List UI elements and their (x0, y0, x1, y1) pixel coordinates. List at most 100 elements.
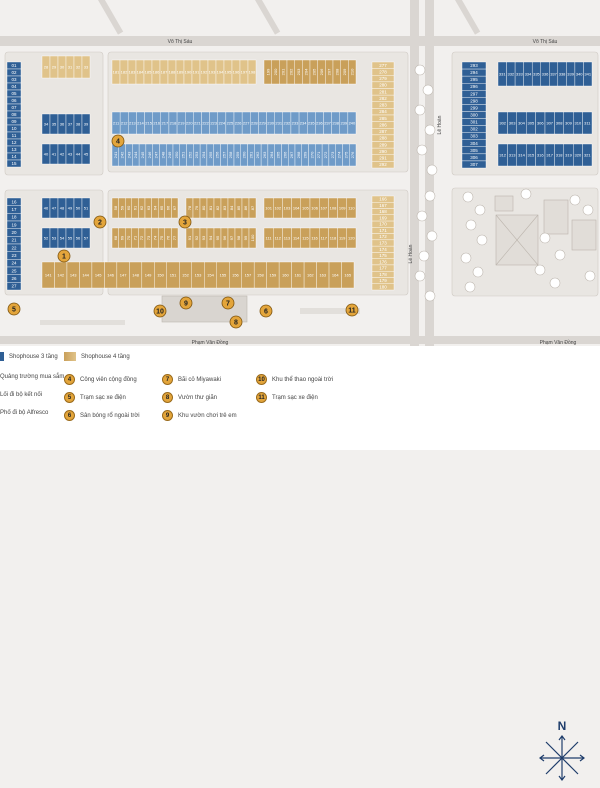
plot-label-317: 317 (546, 153, 553, 158)
plot-110[interactable] (346, 197, 357, 219)
amenity-marker-5[interactable] (7, 302, 21, 316)
legend-marker-11: 11 (256, 392, 267, 403)
amenity-marker-label-11: 11 (348, 308, 356, 315)
plot-label-25: 25 (11, 268, 17, 273)
amenity-marker-11[interactable] (345, 303, 359, 317)
street-label-vo-thi-sau-left: Võ Thị Sáu (168, 39, 193, 45)
tree-icon (554, 249, 566, 261)
amenity-marker-label-2: 2 (98, 220, 102, 227)
plot-label-208: 208 (334, 68, 339, 75)
plot-label-168: 168 (379, 209, 387, 214)
legend-item-6: 6 Sân bóng rổ ngoài trời (64, 410, 140, 421)
plot-33[interactable] (81, 55, 91, 79)
plot-label-81: 81 (208, 205, 213, 210)
amenity-marker-1[interactable] (57, 249, 71, 263)
plot-label-27: 27 (11, 284, 17, 289)
plot-label-266: 266 (282, 151, 287, 158)
plot-label-288: 288 (379, 136, 387, 141)
plot-label-151: 151 (170, 273, 177, 278)
plot-120[interactable] (346, 227, 357, 249)
plot-307[interactable] (461, 160, 487, 169)
plot-198[interactable] (247, 59, 257, 85)
plot-341[interactable] (583, 61, 593, 87)
plot-180[interactable] (371, 283, 395, 291)
plot-39[interactable] (81, 113, 91, 135)
plot-label-284: 284 (379, 109, 387, 114)
plot-276[interactable] (349, 143, 357, 167)
amenity-marker-9[interactable] (179, 296, 193, 310)
plot-label-188: 188 (169, 70, 176, 75)
amenity-marker-2[interactable] (93, 215, 107, 229)
plot-label-183: 183 (129, 70, 136, 75)
plot-label-71: 71 (133, 235, 138, 240)
plot-label-97: 97 (229, 235, 234, 240)
tree-icon (416, 210, 428, 222)
plot-label-51: 51 (84, 206, 89, 211)
amenity-marker-8[interactable] (229, 315, 243, 329)
plot-label-06: 06 (11, 98, 17, 103)
amenity-marker-6[interactable] (259, 304, 273, 318)
plot-77[interactable] (171, 227, 179, 249)
plot-label-22: 22 (11, 245, 17, 250)
plot-240[interactable] (347, 111, 357, 135)
plot-label-43: 43 (68, 152, 73, 157)
plot-87[interactable] (248, 197, 257, 219)
amenity-marker-4[interactable] (111, 134, 125, 148)
plot-label-223: 223 (210, 121, 217, 126)
plot-label-176: 176 (379, 259, 387, 264)
plot-label-286: 286 (379, 122, 387, 127)
plot-label-01: 01 (11, 63, 17, 68)
plot-321[interactable] (582, 143, 593, 167)
plot-label-166: 166 (379, 197, 387, 202)
plot-165[interactable] (341, 261, 355, 289)
plot-57[interactable] (81, 227, 91, 249)
amenity-marker-7[interactable] (221, 296, 235, 310)
amenity-marker-3[interactable] (178, 215, 192, 229)
plot-label-100: 100 (250, 234, 255, 241)
amenity-marker-10[interactable] (153, 304, 167, 318)
plot-label-106: 106 (311, 206, 318, 211)
legend-marker-9: 9 (162, 410, 173, 421)
plot-label-191: 191 (193, 70, 200, 75)
plot-label-70: 70 (126, 235, 131, 240)
plot-label-200: 200 (273, 68, 278, 75)
plot-label-276: 276 (350, 151, 355, 158)
plot-label-229: 229 (259, 121, 266, 126)
plot-label-154: 154 (207, 273, 214, 278)
plot-label-259: 259 (235, 151, 240, 158)
plot-51[interactable] (81, 197, 91, 219)
plot-45[interactable] (81, 143, 91, 165)
plot-67[interactable] (171, 197, 179, 219)
plot-292[interactable] (371, 161, 395, 169)
compass-north-label: N (558, 719, 567, 733)
plot-label-162: 162 (307, 273, 314, 278)
plot-label-320: 320 (575, 153, 582, 158)
plot-label-336: 336 (542, 72, 549, 77)
plot-210[interactable] (348, 59, 357, 85)
plot-label-15: 15 (11, 161, 17, 166)
plot-100[interactable] (248, 227, 257, 249)
plot-label-13: 13 (11, 147, 17, 152)
plot-label-304: 304 (470, 141, 478, 146)
plot-27[interactable] (6, 282, 22, 291)
road-top-left-diagonal (98, 0, 124, 35)
plot-label-36: 36 (60, 122, 65, 127)
tree-icon (424, 290, 436, 302)
legend-marker-10: 10 (256, 374, 267, 385)
plot-label-68: 68 (113, 235, 118, 240)
plot-15[interactable] (6, 159, 22, 168)
plot-311[interactable] (582, 111, 593, 135)
tree-icon (426, 164, 438, 176)
plot-label-145: 145 (95, 273, 102, 278)
plot-label-281: 281 (379, 89, 387, 94)
tree-icon (539, 232, 551, 244)
plot-label-42: 42 (60, 152, 65, 157)
plot-label-338: 338 (559, 72, 566, 77)
plot-label-306: 306 (470, 155, 478, 160)
